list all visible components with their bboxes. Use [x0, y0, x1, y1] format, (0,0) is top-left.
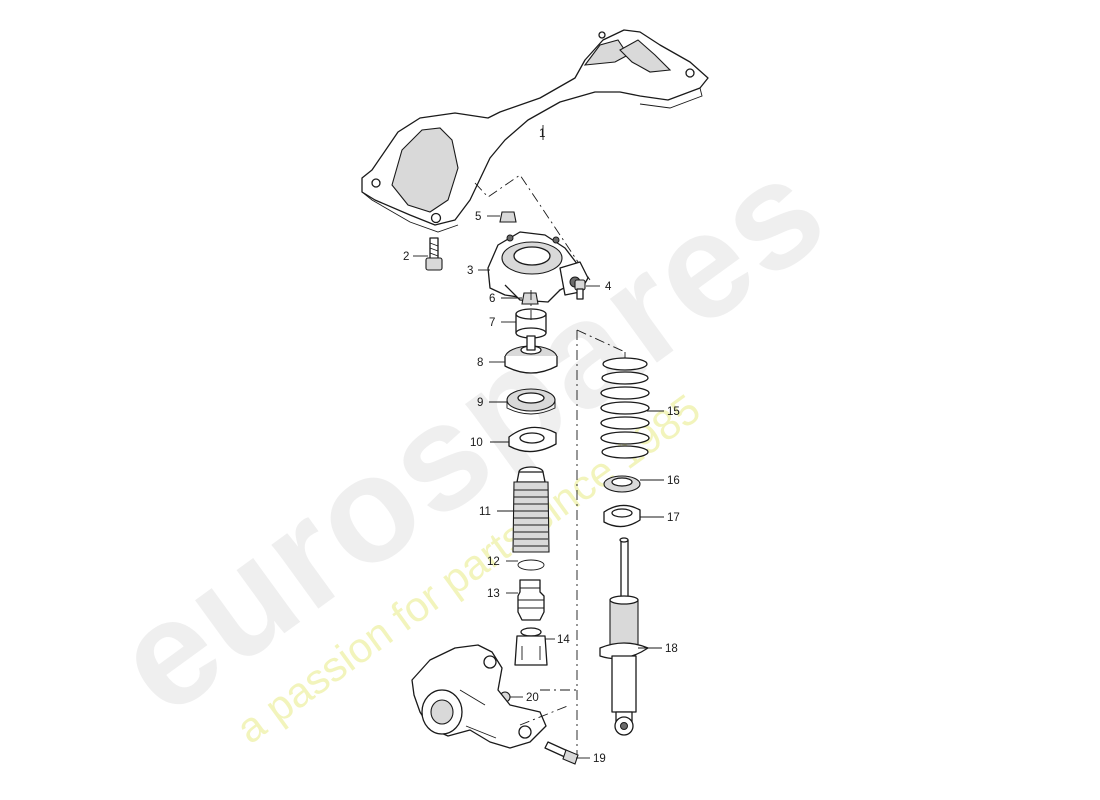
callout-11: 11 — [479, 506, 491, 518]
part-17-spring-pad — [603, 504, 641, 528]
callout-18: 18 — [665, 643, 678, 655]
callout-13: 13 — [487, 588, 500, 600]
callout-3: 3 — [467, 265, 473, 277]
callouts: 1 2 3 4 5 6 7 8 9 10 11 12 13 14 15 16 1 — [403, 125, 680, 765]
part-3-top-mount — [487, 231, 589, 303]
callout-12: 12 — [487, 556, 500, 568]
part-16-spring-seat — [603, 475, 641, 493]
part-8-spring-seat — [504, 335, 558, 374]
part-6-nut — [521, 292, 539, 305]
callout-19: 19 — [593, 753, 606, 765]
callout-15: 15 — [667, 406, 680, 418]
part-13-bump-stop — [517, 579, 545, 621]
part-14-protection-cup — [514, 627, 548, 666]
callout-4: 4 — [605, 281, 612, 293]
centerlines — [519, 290, 578, 755]
callout-14: 14 — [557, 634, 570, 646]
part-10-spring-pad — [508, 426, 557, 453]
callout-8: 8 — [477, 357, 483, 369]
callout-9: 9 — [477, 397, 483, 409]
callout-6: 6 — [489, 293, 495, 305]
wheel-carrier — [411, 644, 547, 749]
part-11-dust-boot — [512, 466, 550, 553]
callout-16: 16 — [667, 475, 680, 487]
callout-17: 17 — [667, 512, 680, 524]
part-15-coil-spring — [576, 329, 650, 459]
part-19-bolt — [544, 741, 579, 765]
part-18-shock-absorber — [599, 537, 649, 736]
callout-5: 5 — [475, 211, 481, 223]
part-9-bearing — [506, 388, 556, 415]
part-5-nut — [499, 211, 517, 223]
callout-1: 1 — [539, 128, 545, 140]
callout-7: 7 — [489, 317, 495, 329]
callout-20: 20 — [526, 692, 539, 704]
callout-2: 2 — [403, 251, 409, 263]
part-1-crossmember — [361, 29, 709, 281]
callout-10: 10 — [470, 437, 483, 449]
part-12-clamp-ring — [517, 559, 545, 571]
part-4-bolt — [574, 279, 586, 300]
part-2-bolt — [425, 237, 443, 271]
